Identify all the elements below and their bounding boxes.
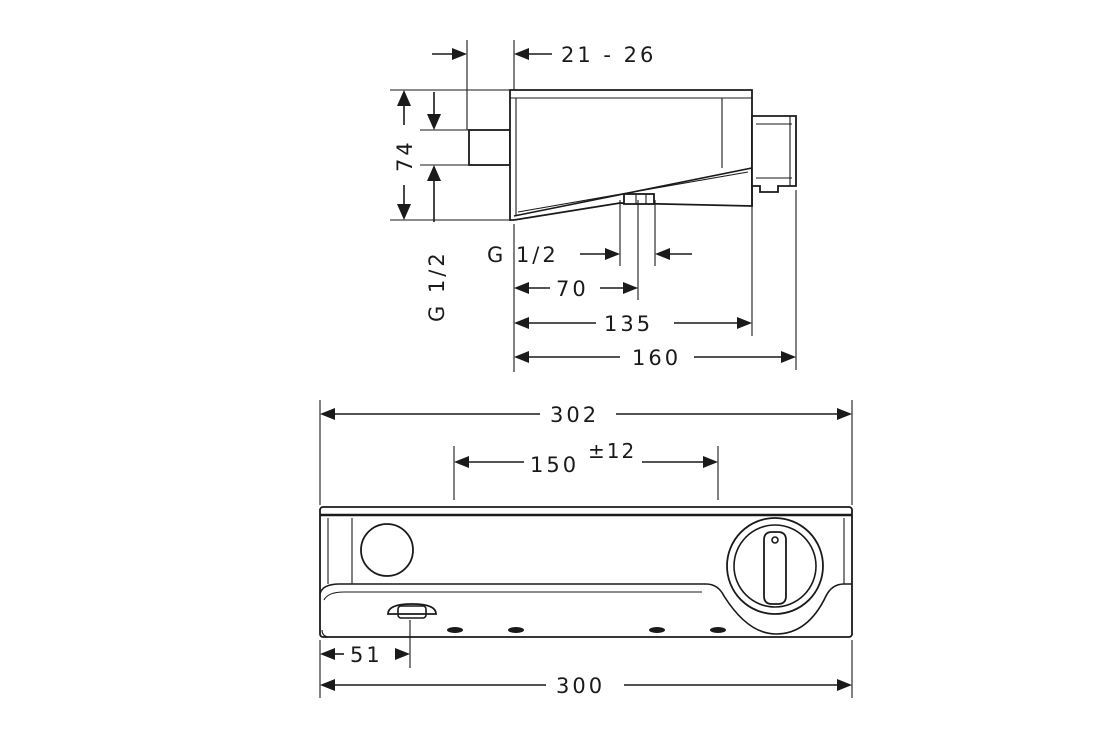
dim-160-arrow-left (514, 351, 529, 363)
dim-300-label: 300 (556, 674, 605, 698)
dim-arrowhead-wall (452, 48, 467, 60)
dim-160-arrow-right (781, 351, 796, 363)
dim-51-arrow-right (395, 648, 410, 660)
dim-wall-offset-label: 21 - 26 (561, 43, 656, 67)
dim-70-arrow-right (623, 282, 638, 294)
dim-70-arrow-left (514, 282, 529, 294)
shelf-edge-front (319, 583, 852, 635)
dim-150-label: 150 (530, 453, 579, 477)
shelf-slope-inner (517, 171, 749, 213)
mounting-slot-4 (710, 627, 726, 633)
bottom-lip-left (321, 629, 331, 638)
dim-135-arrow-right (737, 317, 752, 329)
dim-300-arrow-left (320, 679, 335, 691)
dim-arrowhead-body (514, 48, 529, 60)
knob-indicator (771, 536, 779, 544)
dim-thread-h-arrow-left (605, 248, 620, 260)
mounting-slot-2 (508, 627, 524, 633)
dim-302-arrow-left (320, 408, 335, 420)
bottom-outlet-inner (397, 605, 427, 619)
mounting-slot-3 (649, 627, 665, 633)
shelf-inner-edge (323, 591, 702, 601)
knob-side (751, 115, 797, 193)
thermostat-body-front (319, 506, 853, 638)
dim-70-label: 70 (556, 277, 589, 301)
dim-135-label: 135 (604, 312, 653, 336)
dim-51-label: 51 (350, 643, 383, 667)
dim-51-arrow-left (320, 648, 335, 660)
dim-thread-horizontal-label: G 1/2 (487, 243, 559, 267)
dim-thread-h-arrow-right (655, 248, 670, 260)
front-view: 302 150 ±12 (319, 400, 853, 698)
dim-74-arrow-top (397, 90, 411, 106)
dim-thread-vertical-label: G 1/2 (425, 250, 449, 322)
dim-thread-v-arrow-top (427, 114, 441, 130)
dim-74-arrow-bottom (397, 204, 411, 220)
dim-thread-v-arrow-bottom (427, 165, 441, 181)
thermostat-knob-grip (763, 531, 787, 605)
dim-height-label: 74 (393, 139, 417, 172)
dim-300-arrow-right (837, 679, 852, 691)
dim-160-label: 160 (632, 346, 681, 370)
dim-tolerance-label: ±12 (588, 439, 636, 463)
round-button (360, 523, 414, 577)
wall-connection-pipe (468, 129, 511, 166)
outlet-nub (623, 193, 655, 205)
mounting-slot-1 (447, 627, 463, 633)
dim-302-label: 302 (550, 403, 599, 427)
dim-150-arrow-left (454, 456, 469, 468)
thermostat-knob-inner (733, 524, 817, 608)
dim-135-arrow-left (514, 317, 529, 329)
dim-150-arrow-right (703, 456, 718, 468)
dim-302-arrow-right (837, 408, 852, 420)
side-view: 21 - 26 74 G 1/2 (390, 40, 797, 372)
